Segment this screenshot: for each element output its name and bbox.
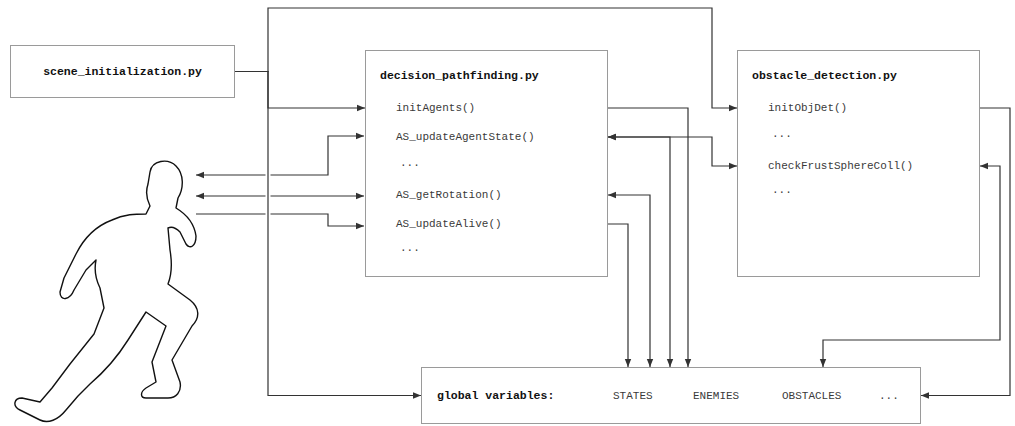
connector [235, 72, 365, 109]
module-title: decision_pathfinding.py [380, 69, 539, 83]
item-text: ENEMIES [693, 389, 739, 403]
module-title: scene_initialization.py [43, 65, 202, 79]
runner-silhouette [15, 161, 198, 421]
item-text: ... [772, 183, 792, 197]
connector [608, 195, 650, 367]
globals-box: global variables: STATES ENEMIES OBSTACLES.… [421, 367, 921, 424]
user-link [196, 195, 364, 196]
module-box: obstacle_detection.py initObjDet()... chec… [737, 50, 980, 277]
item-text: AS_updateAlive() [396, 217, 502, 231]
user-link [196, 136, 364, 175]
item-text: checkFrustSphereColl() [768, 159, 913, 173]
item-text: ... [400, 241, 420, 255]
connector [608, 137, 737, 166]
connector [608, 224, 628, 367]
item-text: ... [400, 156, 420, 170]
item-text: ... [772, 127, 792, 141]
connector [608, 137, 670, 367]
item-text: initAgents() [396, 101, 475, 115]
module-title: global variables: [437, 389, 554, 403]
item-text: STATES [613, 389, 653, 403]
item-text: AS_getRotation() [396, 188, 502, 202]
user-link [196, 214, 364, 226]
item-text: initObjDet() [768, 101, 847, 115]
module-box: scene_initialization.py [10, 45, 235, 98]
module-box: decision_pathfinding.py initAgents() AS_up… [365, 50, 608, 277]
item-text: OBSTACLES [782, 389, 841, 403]
item-text: ... [879, 389, 899, 403]
item-text: AS_updateAgentState() [396, 130, 535, 144]
module-title: obstacle_detection.py [752, 69, 897, 83]
connector [608, 108, 688, 367]
